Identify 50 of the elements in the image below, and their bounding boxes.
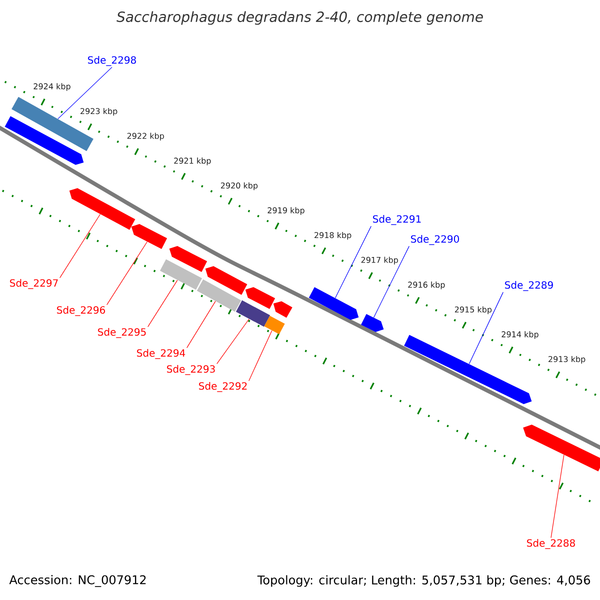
gene-label: Sde_2295: [98, 328, 146, 338]
gene-block: [205, 266, 248, 295]
leader-line: [468, 292, 504, 364]
gene-label: Sde_2288: [527, 539, 575, 549]
tick-label: 2919 kbp: [268, 207, 304, 215]
leader-line: [216, 318, 250, 364]
leader-line: [248, 330, 272, 382]
footer-text: Topology: circular; Length: 5,057,531 bp; Genes: 4,056: [257, 575, 590, 587]
leader-line: [550, 454, 564, 538]
gene-block: [4, 116, 84, 165]
gene-block: [169, 246, 208, 272]
leader-line: [60, 214, 100, 278]
gene-block: [523, 424, 600, 472]
leader-line: [334, 226, 372, 298]
tick-label: 2913 kbp: [548, 356, 586, 364]
gene-block: [273, 301, 292, 318]
gene-label: Sde_2298: [88, 56, 136, 66]
gene-label: Sde_2290: [411, 235, 459, 245]
gene-block: [308, 287, 359, 320]
tick-label: 2917 kbp: [361, 256, 398, 264]
tick-label: 2923 kbp: [80, 108, 118, 116]
gene-label: Sde_2293: [167, 365, 215, 375]
tick-label: 2920 kbp: [220, 182, 258, 190]
gene-bar: [196, 279, 242, 312]
title: Saccharophagus degradans 2-40, complete genome: [116, 11, 483, 25]
tick-label: 2915 kbp: [454, 306, 492, 314]
gene-block: [131, 224, 168, 249]
tick-label: 2921 kbp: [174, 158, 211, 166]
gene-bar: [236, 300, 270, 327]
gene-label: Sde_2297: [10, 279, 58, 289]
gene-bar: [160, 259, 202, 290]
gene-label: Sde_2289: [505, 281, 553, 291]
gene-block: [245, 287, 276, 309]
gene-bar: [264, 316, 285, 334]
leader-line: [186, 300, 216, 348]
tick-label: 2916 kbp: [408, 282, 445, 290]
leader-line: [106, 241, 148, 306]
leader-line: [58, 66, 112, 120]
gene-label: Sde_2291: [373, 215, 421, 225]
gene-label: Sde_2292: [199, 382, 247, 392]
tick-label: 2922 kbp: [127, 132, 164, 140]
gene-label: Sde_2294: [137, 349, 186, 359]
footer-text: Accession: NC_007912: [9, 575, 146, 587]
tick-label: 2914 kbp: [502, 331, 538, 339]
leader-line: [148, 280, 178, 328]
gene-block: [361, 314, 384, 332]
leader-line: [373, 246, 410, 318]
gene-label: Sde_2296: [57, 306, 106, 316]
tick-label: 2918 kbp: [314, 232, 352, 240]
gene-block: [69, 188, 136, 230]
